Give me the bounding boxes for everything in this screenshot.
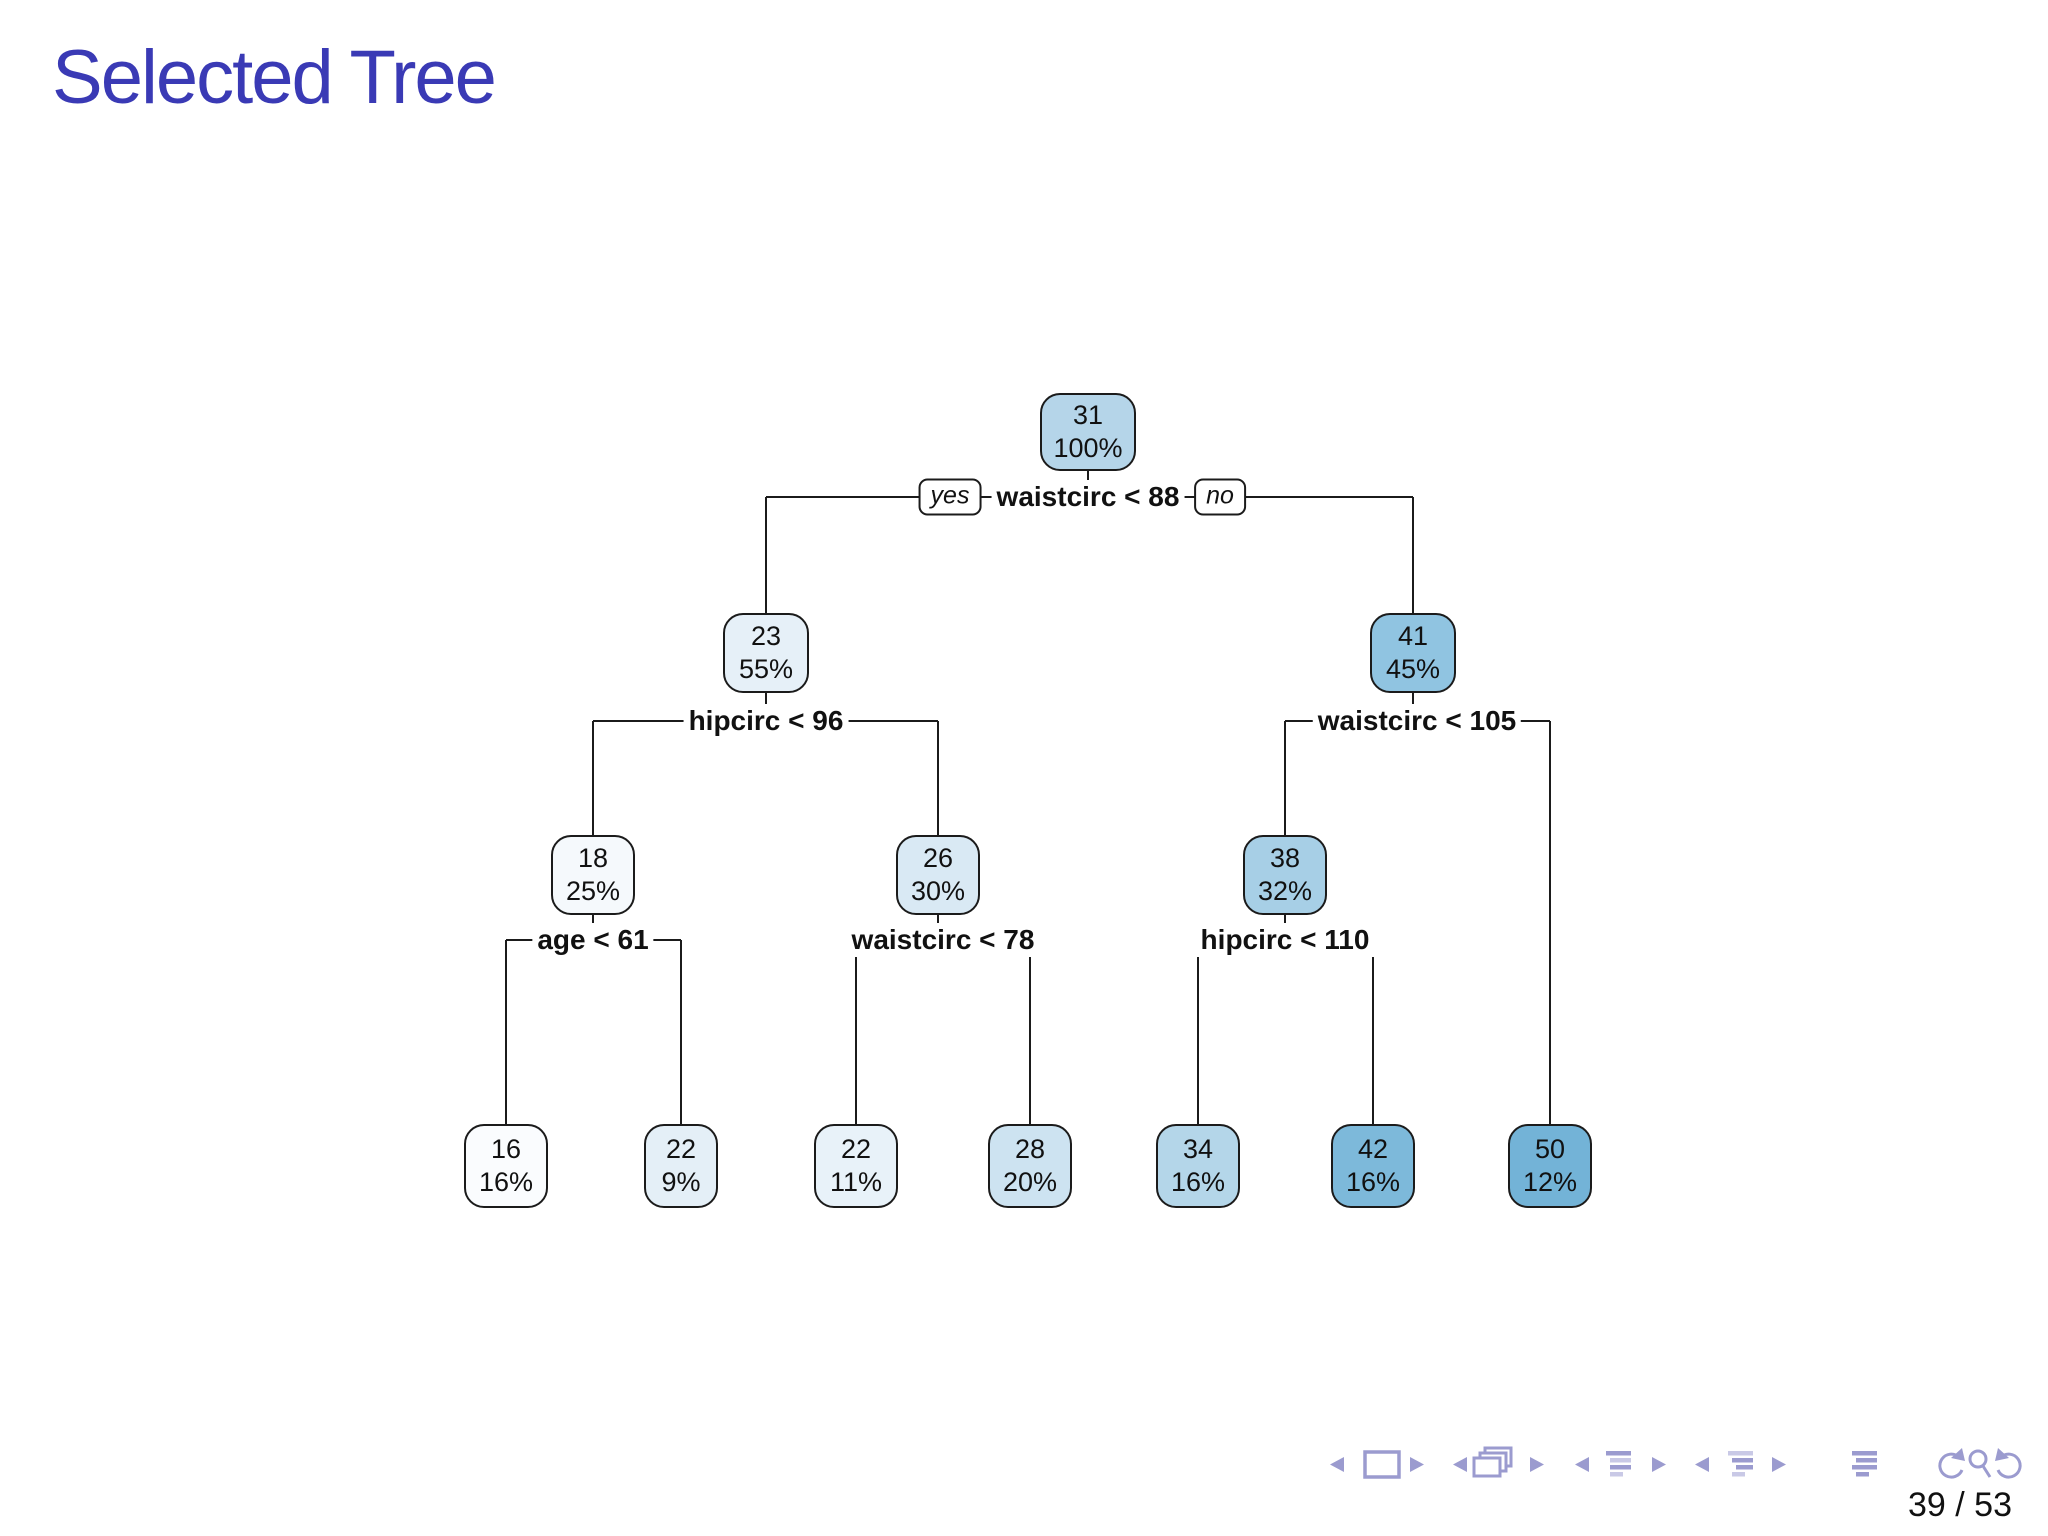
node-value: 28 xyxy=(1014,1134,1046,1164)
tree-node-41: 41 45% xyxy=(1370,613,1456,693)
next-frame-arrow-icon[interactable] xyxy=(1530,1457,1544,1472)
tree-leaf-22-11: 22 11% xyxy=(814,1124,898,1208)
prev-slide-arrow-icon[interactable] xyxy=(1330,1457,1344,1472)
node-percent: 32% xyxy=(1257,876,1313,906)
split-label-hipcirc-96: hipcirc < 96 xyxy=(683,704,849,738)
node-value: 42 xyxy=(1357,1134,1389,1164)
node-percent: 55% xyxy=(738,654,794,684)
beamer-navigation-bar xyxy=(1330,1446,2022,1479)
next-section-arrow-icon[interactable] xyxy=(1652,1457,1666,1472)
frames-stack-icon[interactable] xyxy=(1472,1446,1513,1478)
yes-branch-chip: yes xyxy=(918,478,982,516)
split-label-waistcirc-78: waistcirc < 78 xyxy=(846,923,1040,957)
section-list-icon[interactable] xyxy=(1606,1451,1631,1477)
node-value: 22 xyxy=(665,1134,697,1164)
page-indicator: 39 / 53 xyxy=(1908,1486,2012,1524)
node-percent: 30% xyxy=(910,876,966,906)
tree-node-38: 38 32% xyxy=(1243,835,1327,915)
node-percent: 12% xyxy=(1522,1167,1578,1197)
tree-leaf-16: 16 16% xyxy=(464,1124,548,1208)
tree-leaf-50: 50 12% xyxy=(1508,1124,1592,1208)
node-value: 23 xyxy=(750,621,782,651)
no-branch-chip: no xyxy=(1194,478,1246,516)
split-label-waistcirc-105: waistcirc < 105 xyxy=(1312,704,1522,738)
tree-node-23: 23 55% xyxy=(723,613,809,693)
node-value: 34 xyxy=(1182,1134,1214,1164)
tree-leaf-34: 34 16% xyxy=(1156,1124,1240,1208)
prev-frame-arrow-icon[interactable] xyxy=(1453,1457,1467,1472)
node-value: 38 xyxy=(1269,843,1301,873)
split-label-age-61: age < 61 xyxy=(532,923,654,957)
node-value: 22 xyxy=(840,1134,872,1164)
node-percent: 16% xyxy=(1345,1167,1401,1197)
split-label-hipcirc-110: hipcirc < 110 xyxy=(1195,923,1375,957)
node-percent: 9% xyxy=(661,1167,701,1197)
tree-leaf-42: 42 16% xyxy=(1331,1124,1415,1208)
node-percent: 45% xyxy=(1385,654,1441,684)
prev-section-arrow-icon[interactable] xyxy=(1575,1457,1589,1472)
node-percent: 16% xyxy=(478,1167,534,1197)
next-slide-arrow-icon[interactable] xyxy=(1410,1457,1424,1472)
tree-node-26: 26 30% xyxy=(896,835,980,915)
frame-icon[interactable] xyxy=(1363,1450,1401,1479)
subsection-list-icon[interactable] xyxy=(1728,1451,1753,1477)
search-icon[interactable] xyxy=(1968,1449,1992,1478)
node-value: 41 xyxy=(1397,621,1429,651)
node-value: 50 xyxy=(1534,1134,1566,1164)
next-subsection-arrow-icon[interactable] xyxy=(1772,1457,1786,1472)
forward-history-icon[interactable] xyxy=(1995,1448,2022,1479)
tree-node-root: 31 100% xyxy=(1040,393,1136,471)
node-value: 31 xyxy=(1072,400,1104,430)
node-value: 16 xyxy=(490,1134,522,1164)
split-label-waistcirc-88: waistcirc < 88 xyxy=(991,480,1185,514)
node-percent: 20% xyxy=(1002,1167,1058,1197)
node-percent: 11% xyxy=(829,1167,883,1197)
tree-leaf-28: 28 20% xyxy=(988,1124,1072,1208)
node-value: 26 xyxy=(922,843,954,873)
tree-leaf-22-9: 22 9% xyxy=(644,1124,718,1208)
node-value: 18 xyxy=(577,843,609,873)
page-title: Selected Tree xyxy=(52,35,497,120)
node-percent: 25% xyxy=(565,876,621,906)
back-history-icon[interactable] xyxy=(1938,1448,1965,1479)
prev-subsection-arrow-icon[interactable] xyxy=(1695,1457,1709,1472)
tree-node-18: 18 25% xyxy=(551,835,635,915)
node-percent: 16% xyxy=(1170,1167,1226,1197)
node-percent: 100% xyxy=(1053,433,1123,463)
appendix-list-icon[interactable] xyxy=(1852,1451,1877,1477)
